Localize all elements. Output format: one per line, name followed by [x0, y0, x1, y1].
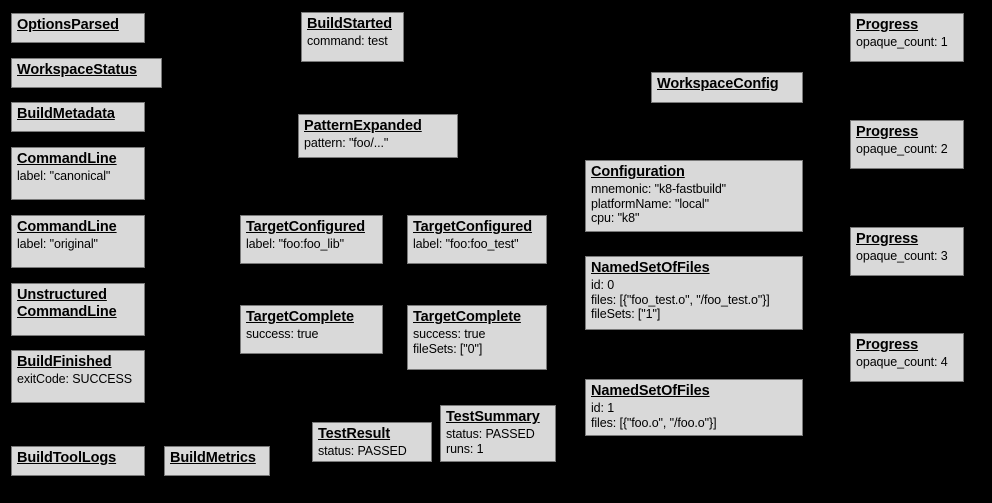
- node-field: fileSets: ["1"]: [591, 307, 661, 322]
- node-field: files: [{"foo.o", "/foo.o"}]: [591, 415, 717, 430]
- node-field: label: "original": [17, 236, 98, 251]
- node-field: files: [{"foo_test.o", "/foo_test.o"}]: [591, 292, 770, 307]
- node-field: status: PASSED: [318, 443, 407, 458]
- node-title: Progress: [856, 231, 919, 247]
- node-fields: status: PASSED: [318, 444, 426, 459]
- node-title: BuildFinished: [17, 354, 112, 370]
- node-fields: command: test: [307, 34, 398, 49]
- node-field: mnemonic: "k8-fastbuild": [591, 181, 727, 196]
- node-fields: mnemonic: "k8-fastbuild"platformName: "l…: [591, 182, 797, 226]
- node-field: status: PASSED: [446, 426, 535, 441]
- node-title: TargetComplete: [413, 309, 521, 325]
- node-title: BuildMetrics: [170, 450, 256, 466]
- node-title: BuildMetadata: [17, 106, 115, 122]
- node-field: label: "canonical": [17, 168, 111, 183]
- node-field: success: true: [246, 326, 319, 341]
- node-field: opaque_count: 3: [856, 248, 948, 263]
- node-build-tool-logs[interactable]: BuildToolLogs: [11, 446, 145, 476]
- node-fields: opaque_count: 3: [856, 249, 958, 264]
- node-title: Configuration: [591, 164, 685, 180]
- node-field: opaque_count: 4: [856, 354, 948, 369]
- node-field: fileSets: ["0"]: [413, 341, 483, 356]
- node-field: opaque_count: 1: [856, 34, 948, 49]
- node-title: CommandLine: [17, 219, 117, 235]
- node-field: label: "foo:foo_lib": [246, 236, 344, 251]
- node-fields: pattern: "foo/...": [304, 136, 452, 151]
- node-title: TestResult: [318, 426, 391, 442]
- node-unstructured-command-line[interactable]: Unstructured CommandLine: [11, 283, 145, 336]
- node-title: NamedSetOfFiles: [591, 260, 710, 276]
- node-title: OptionsParsed: [17, 17, 119, 33]
- node-fields: label: "canonical": [17, 169, 139, 184]
- node-field: success: true: [413, 326, 486, 341]
- node-title: Progress: [856, 124, 919, 140]
- node-fields: opaque_count: 1: [856, 35, 958, 50]
- node-title: TargetConfigured: [413, 219, 532, 235]
- node-field: platformName: "local": [591, 196, 709, 211]
- node-field: runs: 1: [446, 441, 484, 456]
- node-title: Progress: [856, 337, 919, 353]
- node-fields: opaque_count: 2: [856, 142, 958, 157]
- node-field: opaque_count: 2: [856, 141, 948, 156]
- node-build-metadata[interactable]: BuildMetadata: [11, 102, 145, 132]
- node-title: WorkspaceConfig: [657, 76, 779, 92]
- node-fields: label: "foo:foo_lib": [246, 237, 377, 252]
- node-fields: opaque_count: 4: [856, 355, 958, 370]
- node-title: TargetComplete: [246, 309, 354, 325]
- node-workspace-status[interactable]: WorkspaceStatus: [11, 58, 162, 88]
- node-field: id: 1: [591, 400, 615, 415]
- node-build-metrics[interactable]: BuildMetrics: [164, 446, 270, 476]
- node-title: Unstructured CommandLine: [17, 287, 117, 320]
- node-field: command: test: [307, 33, 388, 48]
- node-field: cpu: "k8": [591, 211, 640, 226]
- node-field: pattern: "foo/...": [304, 135, 389, 150]
- node-title: TestSummary: [446, 409, 540, 425]
- node-title: BuildStarted: [307, 16, 393, 32]
- node-title: WorkspaceStatus: [17, 62, 137, 78]
- node-field: label: "foo:foo_test": [413, 236, 519, 251]
- node-options-parsed[interactable]: OptionsParsed: [11, 13, 145, 43]
- node-workspace-config[interactable]: WorkspaceConfig: [651, 72, 803, 103]
- node-title: Progress: [856, 17, 919, 33]
- node-fields: label: "foo:foo_test": [413, 237, 541, 252]
- node-title: BuildToolLogs: [17, 450, 117, 466]
- node-field: exitCode: SUCCESS: [17, 371, 133, 386]
- node-fields: success: true: [246, 327, 377, 342]
- node-title: NamedSetOfFiles: [591, 383, 710, 399]
- node-title: PatternExpanded: [304, 118, 422, 134]
- node-title: TargetConfigured: [246, 219, 365, 235]
- node-title: CommandLine: [17, 151, 117, 167]
- node-fields: exitCode: SUCCESS: [17, 372, 139, 387]
- node-fields: label: "original": [17, 237, 139, 252]
- node-field: id: 0: [591, 277, 615, 292]
